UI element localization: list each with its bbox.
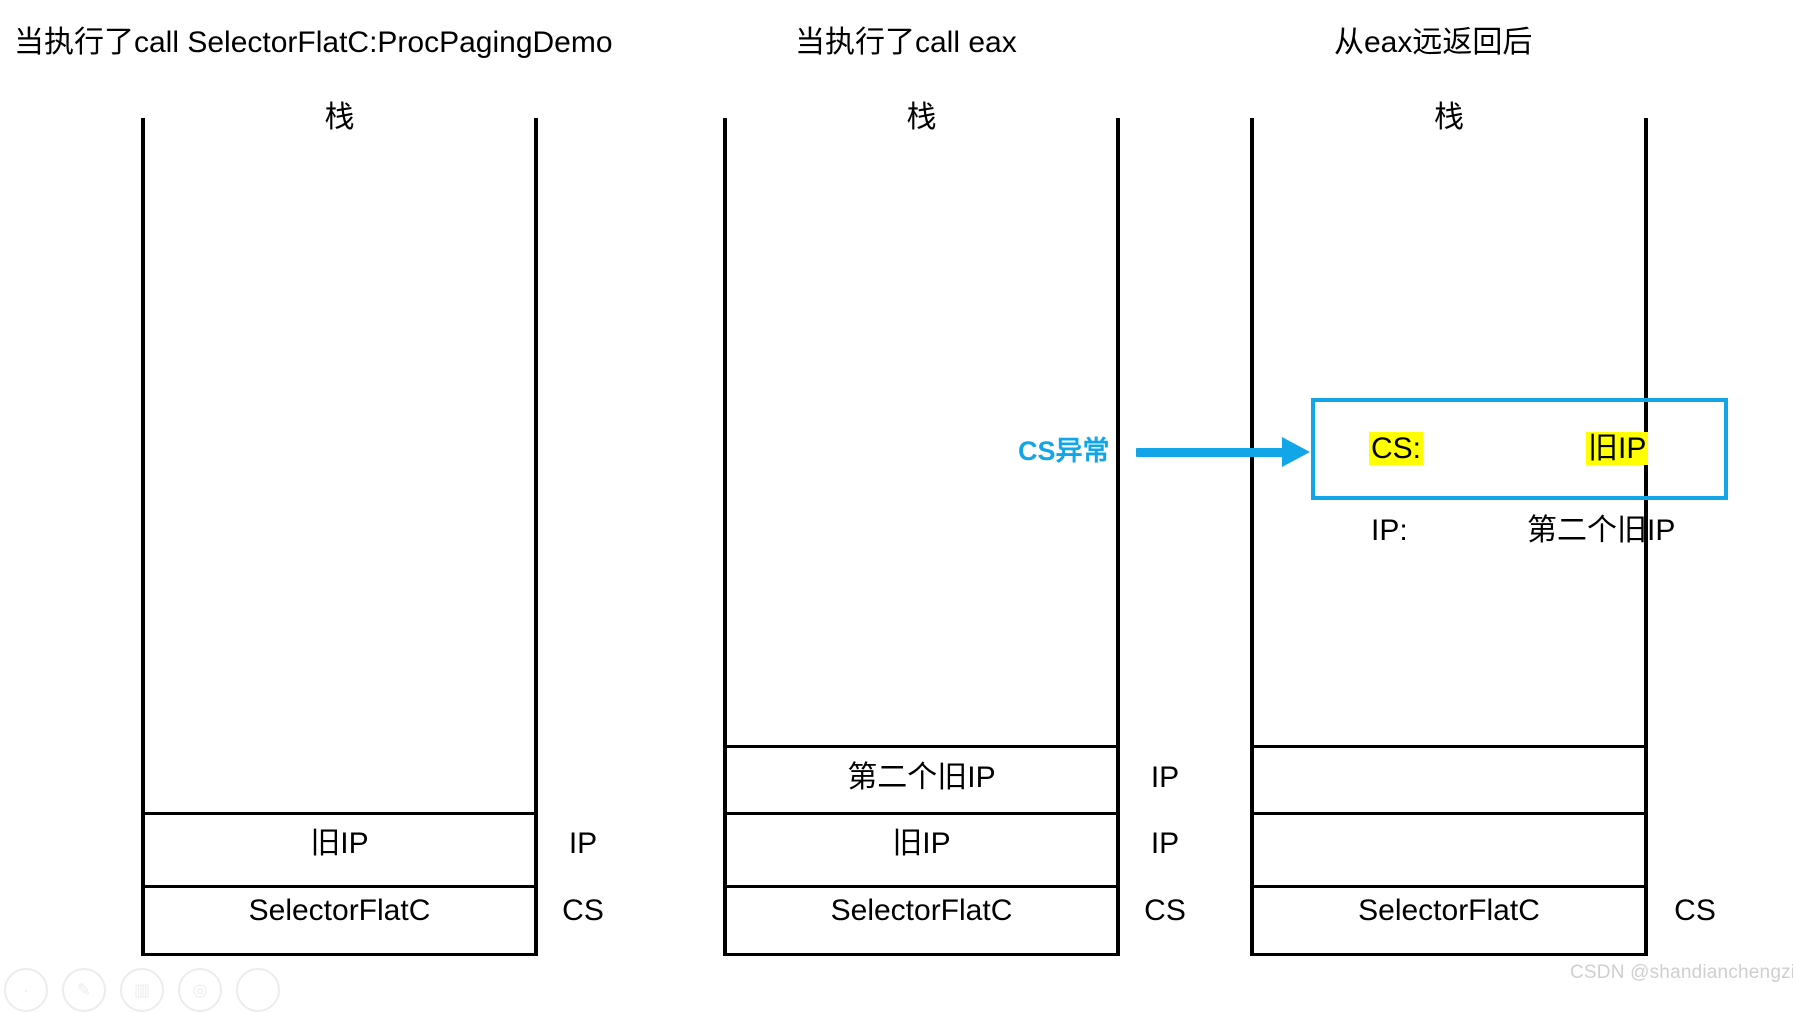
stack-register-2-ip: IP bbox=[1150, 827, 1180, 860]
highlight-cs-label: CS: bbox=[1369, 432, 1424, 466]
watermark-blank-icon bbox=[236, 968, 280, 1012]
stack-register-2-cs: CS bbox=[1144, 894, 1186, 927]
stack-row-divider-1a bbox=[141, 812, 538, 815]
stack-register-1-cs: CS bbox=[562, 894, 604, 927]
stack-register-1-ip: IP bbox=[568, 827, 598, 860]
watermark-window-icon: ▥ bbox=[120, 968, 164, 1012]
column-title-3: 从eax远返回后 bbox=[1334, 26, 1533, 59]
stack-right-border-3 bbox=[1644, 118, 1648, 956]
stack-bottom-border-2 bbox=[723, 953, 1120, 956]
stack-column-2 bbox=[723, 118, 1120, 956]
stack-cell-1-old-ip: 旧IP bbox=[310, 827, 369, 860]
stack-cell-2-old-ip: 旧IP bbox=[892, 827, 951, 860]
stack-bottom-border-1 bbox=[141, 953, 538, 956]
stack-column-1 bbox=[141, 118, 538, 956]
stack-register-3-cs: CS bbox=[1674, 894, 1716, 927]
below-box-ip-value: 第二个旧IP bbox=[1527, 514, 1676, 547]
callout-arrow-shaft bbox=[1136, 448, 1286, 457]
stack-left-border-2 bbox=[723, 118, 727, 956]
stack-row-divider-3b bbox=[1250, 812, 1648, 815]
stack-bottom-border-3 bbox=[1250, 953, 1648, 956]
stack-header-2: 栈 bbox=[906, 101, 937, 134]
stack-right-border-2 bbox=[1116, 118, 1120, 956]
stack-row-divider-2a bbox=[723, 745, 1120, 748]
cs-exception-callout-label: CS异常 bbox=[1018, 436, 1110, 466]
stack-column-3 bbox=[1250, 118, 1648, 956]
highlight-old-ip-label: 旧IP bbox=[1586, 432, 1649, 466]
stack-left-border-3 bbox=[1250, 118, 1254, 956]
diagram-canvas: 当执行了call SelectorFlatC:ProcPagingDemo 当执… bbox=[4, 26, 1793, 1012]
watermark-dot-icon: · bbox=[4, 968, 48, 1012]
stack-cell-3-selector: SelectorFlatC bbox=[1358, 894, 1540, 927]
watermark-dot-glyph: · bbox=[23, 980, 29, 1000]
callout-arrow-head-icon bbox=[1282, 437, 1310, 467]
cs-ip-highlight-box bbox=[1311, 398, 1728, 500]
stack-header-3: 栈 bbox=[1434, 101, 1464, 134]
stack-row-divider-3a bbox=[1250, 745, 1648, 748]
highlight-old-ip-value: 旧IP bbox=[1586, 432, 1649, 465]
stack-row-divider-2b bbox=[723, 812, 1120, 815]
stack-cell-1-selector: SelectorFlatC bbox=[248, 894, 431, 927]
csdn-watermark: CSDN @shandianchengzi bbox=[1570, 962, 1793, 983]
watermark-disc-icon: ◎ bbox=[178, 968, 222, 1012]
highlight-cs-value: CS: bbox=[1369, 432, 1424, 465]
stack-header-1: 栈 bbox=[324, 101, 355, 134]
column-title-2: 当执行了call eax bbox=[795, 26, 1017, 59]
stack-row-divider-2c bbox=[723, 885, 1120, 888]
watermark-icon-row: · ✎ ▥ ◎ bbox=[4, 968, 280, 1012]
stack-cell-2-selector: SelectorFlatC bbox=[830, 894, 1013, 927]
stack-row-divider-1b bbox=[141, 885, 538, 888]
stack-left-border-1 bbox=[141, 118, 145, 956]
stack-right-border-1 bbox=[534, 118, 538, 956]
below-box-ip-label: IP: bbox=[1371, 514, 1408, 547]
watermark-pen-glyph: ✎ bbox=[76, 980, 92, 1000]
stack-cell-2-second-old-ip: 第二个旧IP bbox=[847, 761, 996, 794]
column-title-1: 当执行了call SelectorFlatC:ProcPagingDemo bbox=[14, 26, 613, 59]
stack-row-divider-3c bbox=[1250, 885, 1648, 888]
watermark-pen-icon: ✎ bbox=[62, 968, 106, 1012]
watermark-disc-glyph: ◎ bbox=[192, 980, 208, 1000]
stack-register-2-ip-top: IP bbox=[1150, 761, 1180, 794]
watermark-window-glyph: ▥ bbox=[133, 980, 151, 1000]
